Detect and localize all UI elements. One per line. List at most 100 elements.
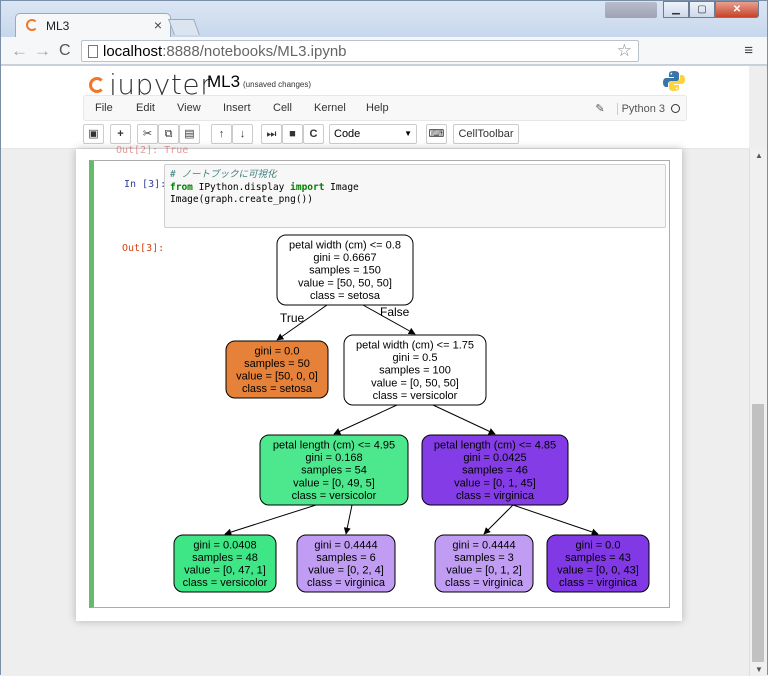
bookmark-star-icon[interactable]: ☆ xyxy=(616,41,632,60)
tree-node-box xyxy=(296,534,396,593)
tab-title: ML3 xyxy=(46,19,70,33)
copy-button[interactable]: ⧉ xyxy=(158,124,179,144)
menu-insert[interactable]: Insert xyxy=(223,102,251,114)
new-tab-button[interactable] xyxy=(168,19,200,35)
cell-type-value: Code xyxy=(334,128,361,140)
output-prompt: Out[3]: xyxy=(122,243,165,254)
code-cell-selected[interactable]: In [3]: # ノートブックに可視化 from IPython.displa… xyxy=(89,160,670,608)
code-editor[interactable]: # ノートブックに可視化 from IPython.display import… xyxy=(164,164,666,228)
tree-node-box xyxy=(259,434,409,506)
tree-node-line: class = setosa xyxy=(242,383,313,395)
tree-node-line: class = versicolor xyxy=(292,490,377,502)
jupyter-favicon-icon xyxy=(26,19,38,31)
move-up-button[interactable]: ↑ xyxy=(211,124,232,144)
previous-output-fragment: Out[2]: True xyxy=(116,145,189,156)
cut-button[interactable]: ✂ xyxy=(137,124,158,144)
code-module: IPython.display xyxy=(192,181,291,193)
keyboard-icon: ⌨ xyxy=(428,128,445,140)
tree-node-box xyxy=(173,534,277,593)
browser-menu-icon[interactable]: ≡ xyxy=(744,42,753,59)
restart-button[interactable]: C xyxy=(303,124,324,144)
tree-edge-n0-n2 xyxy=(362,304,416,335)
url-text[interactable]: localhost:8888/notebooks/ML3.ipynb xyxy=(103,43,347,60)
notebook-header: jupyter ML3 (unsaved changes) File Edit … xyxy=(1,66,749,149)
page-icon xyxy=(88,45,98,58)
forward-arrow-icon[interactable]: → xyxy=(34,41,51,60)
scroll-down-arrow-icon[interactable]: ▼ xyxy=(755,665,763,674)
close-tab-icon[interactable]: × xyxy=(153,17,162,33)
save-button[interactable]: ▣ xyxy=(83,124,104,144)
celltoolbar-button[interactable]: CellToolbar xyxy=(453,124,519,144)
stop-icon: ■ xyxy=(289,128,296,140)
tree-node-line: value = [0, 49, 5] xyxy=(293,477,375,489)
command-palette-button[interactable]: ⌨ xyxy=(426,124,447,144)
notebook-name[interactable]: ML3 xyxy=(207,72,241,91)
menu-file[interactable]: File xyxy=(95,102,113,114)
edge-label-false: False xyxy=(380,305,410,319)
tree-node-line: petal length (cm) <= 4.85 xyxy=(434,440,556,452)
tree-node-line: petal length (cm) <= 4.95 xyxy=(273,440,395,452)
tree-edge-n3-n5 xyxy=(224,504,317,536)
scroll-up-arrow-icon[interactable]: ▲ xyxy=(755,151,763,160)
tree-node-box xyxy=(225,340,329,399)
separator xyxy=(616,103,618,115)
insert-cell-button[interactable]: + xyxy=(110,124,131,144)
save-icon: ▣ xyxy=(88,128,99,140)
tree-node-line: samples = 150 xyxy=(309,265,381,277)
tree-edge-n2-n3 xyxy=(333,404,398,435)
browser-tab[interactable]: ML3 × xyxy=(15,13,171,37)
tree-node-line: samples = 48 xyxy=(192,552,258,564)
reload-icon[interactable]: C xyxy=(59,42,71,59)
tree-node-line: petal width (cm) <= 1.75 xyxy=(356,340,474,352)
window-controls: ▁ ▢ ✕ xyxy=(605,1,759,19)
move-down-button[interactable]: ↓ xyxy=(232,124,253,144)
tree-node-line: samples = 54 xyxy=(301,465,367,477)
scrollbar-thumb[interactable] xyxy=(752,404,764,662)
code-call: Image(graph.create_png()) xyxy=(170,194,313,205)
cell-type-select[interactable]: Code▼ xyxy=(329,124,417,144)
edit-mode-pencil-icon: ✎ xyxy=(595,103,605,115)
run-button[interactable]: ⏭ xyxy=(261,124,282,144)
code-comment: # ノートブックに可視化 xyxy=(170,169,277,180)
url-path: :8888/notebooks/ML3.ipynb xyxy=(162,43,347,60)
python-logo-icon xyxy=(663,71,685,91)
tree-node-box xyxy=(546,534,650,593)
tree-node-line: class = virginica xyxy=(307,577,386,589)
notebook-area: Out[2]: True In [3]: # ノートブックに可視化 from I… xyxy=(76,145,682,621)
paste-button[interactable]: ▤ xyxy=(179,124,200,144)
tree-node-box xyxy=(276,234,414,306)
address-bar[interactable]: localhost:8888/notebooks/ML3.ipynb ☆ xyxy=(81,40,639,62)
minimize-button[interactable]: ▁ xyxy=(663,1,689,18)
menu-help[interactable]: Help xyxy=(366,102,389,114)
menu-edit[interactable]: Edit xyxy=(136,102,155,114)
tree-node-line: samples = 50 xyxy=(244,358,310,370)
maximize-button[interactable]: ▢ xyxy=(689,1,715,18)
jupyter-logo-icon xyxy=(89,77,105,93)
plus-icon: + xyxy=(117,128,124,140)
tree-node-line: gini = 0.0 xyxy=(576,539,621,551)
tree-node-line: value = [0, 50, 50] xyxy=(371,377,459,389)
interrupt-button[interactable]: ■ xyxy=(282,124,303,144)
jupyter-logo[interactable]: jupyter xyxy=(89,68,212,101)
vertical-scrollbar[interactable]: ▲ ▼ xyxy=(749,149,767,676)
kernel-idle-icon xyxy=(671,104,680,113)
tree-node-line: gini = 0.168 xyxy=(305,452,362,464)
tree-node-line: class = virginica xyxy=(445,577,524,589)
menu-cell[interactable]: Cell xyxy=(273,102,292,114)
tree-node-line: samples = 46 xyxy=(462,465,528,477)
menu-kernel[interactable]: Kernel xyxy=(314,102,346,114)
tab-strip: ML3 × ▁ ▢ ✕ xyxy=(1,1,767,37)
menu-view[interactable]: View xyxy=(177,102,201,114)
code-imported-name: Image xyxy=(324,181,359,193)
copy-icon: ⧉ xyxy=(164,128,173,140)
back-arrow-icon[interactable]: ← xyxy=(11,41,28,60)
browser-toolbar: ← → C localhost:8888/notebooks/ML3.ipynb… xyxy=(1,37,767,65)
tree-node-line: gini = 0.0408 xyxy=(193,539,256,551)
close-window-button[interactable]: ✕ xyxy=(715,1,759,18)
tree-node-line: value = [0, 1, 2] xyxy=(446,565,522,577)
